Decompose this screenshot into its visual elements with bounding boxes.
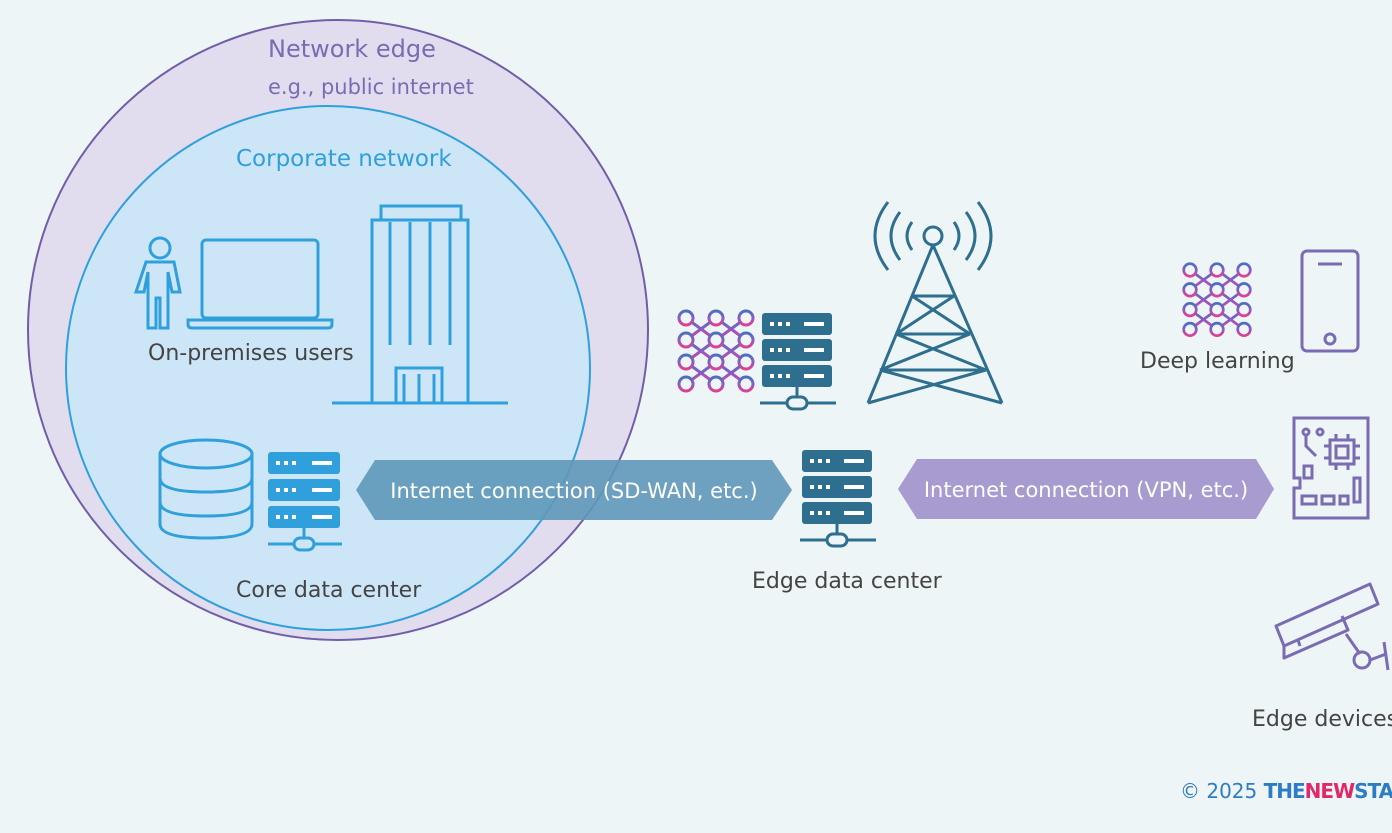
copyright-footer: © 2025 THENEWSTA — [1180, 779, 1392, 803]
brand-new: NEW — [1304, 779, 1355, 803]
on-premises-users-label: On-premises users — [148, 341, 354, 366]
brand-the: THE — [1263, 779, 1306, 803]
edge-server-icon — [760, 313, 836, 411]
network-edge-title: Network edge — [268, 35, 436, 63]
neural-network-icon — [677, 309, 755, 393]
database-icon — [158, 438, 254, 540]
network-edge-subtitle: e.g., public internet — [268, 75, 474, 99]
copyright-text: © 2025 — [1180, 779, 1258, 803]
brand-rest: STA — [1354, 779, 1392, 803]
corporate-network-title: Corporate network — [236, 146, 452, 172]
deep-learning-icon — [1182, 262, 1252, 338]
security-camera-icon — [1274, 582, 1390, 671]
circuit-board-icon — [1292, 416, 1370, 520]
edge-devices-label: Edge devices — [1252, 707, 1392, 732]
sdwan-connection-label: Internet connection (SD-WAN, etc.) — [390, 479, 757, 503]
brand-logo: THENEWSTA — [1264, 779, 1392, 803]
vpn-connection-arrow — [898, 459, 1274, 519]
core-data-center-label: Core data center — [236, 578, 422, 603]
smartphone-icon — [1300, 249, 1360, 353]
core-server-icon — [268, 452, 342, 552]
person-icon — [133, 236, 182, 330]
office-building-icon — [332, 204, 508, 405]
corporate-network-zone — [65, 105, 591, 631]
edge-data-center-label: Edge data center — [752, 569, 943, 594]
sdwan-connection-arrow — [356, 460, 792, 520]
vpn-connection-label: Internet connection (VPN, etc.) — [924, 478, 1248, 502]
laptop-icon — [186, 238, 334, 330]
cell-tower-icon — [866, 201, 1004, 405]
deep-learning-label: Deep learning — [1140, 349, 1295, 374]
edge-data-center-server-icon — [800, 450, 876, 548]
